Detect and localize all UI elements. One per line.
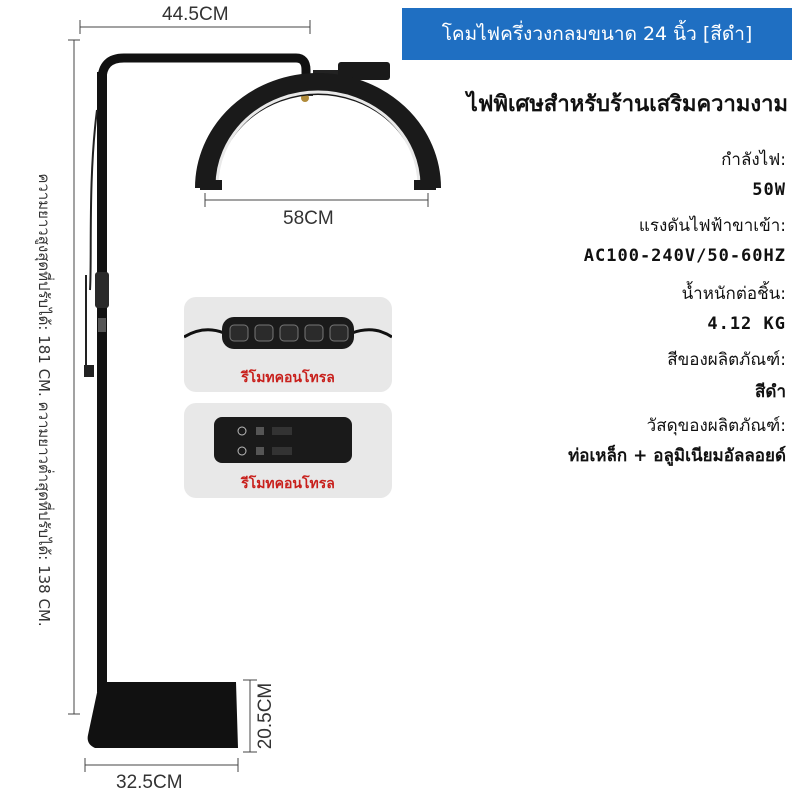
spec-color-value: สีดำ (755, 382, 786, 402)
remote-card-ir: รีโมทคอนโทรล (184, 403, 392, 498)
lamp-width-label: 58CM (283, 208, 334, 229)
stand-pole (84, 53, 311, 692)
spec-weight-label: น้ำหนักต่อชิ้น: (681, 284, 786, 304)
spec-material-label: วัสดุของผลิตภัณฑ์: (646, 416, 786, 436)
base-width-label: 32.5CM (116, 772, 183, 793)
spec-power-value: 50W (752, 180, 786, 200)
spec-power-label: กำลังไฟ: (721, 150, 786, 170)
height-range-label: ความยาวสูงสุดที่ปรับได้: 181 CM. ความยาว… (35, 173, 53, 627)
title-banner: โคมไฟครึ่งวงกลมขนาด 24 นิ้ว [สีดำ] (402, 8, 792, 60)
ir-remote-image (214, 417, 352, 463)
spec-voltage-label: แรงดันไฟฟ้าขาเข้า: (638, 216, 786, 236)
spec-weight-value: 4.12 KG (707, 314, 786, 334)
subtitle: ไฟพิเศษสำหรับร้านเสริมความงาม (466, 92, 788, 117)
spec-voltage-value: AC100-240V/50-60HZ (583, 246, 786, 266)
stand-base (87, 682, 239, 748)
remote-card-inline: รีโมทคอนโทรล (183, 297, 393, 392)
spec-color-label: สีของผลิตภัณฑ์: (667, 350, 786, 370)
remote-caption-2: รีโมทคอนโทรล (241, 476, 335, 492)
base-height-label: 20.5CM (255, 682, 276, 750)
spec-material-value: ท่อเหล็ก + อลูมิเนียมอัลลอยด์ (568, 446, 786, 466)
remote-caption-1: รีโมทคอนโทรล (241, 370, 335, 386)
dimension-lines (68, 20, 429, 772)
inline-remote-image (183, 317, 393, 349)
half-circle-lamp (195, 73, 441, 190)
arm-width-label: 44.5CM (162, 4, 229, 25)
